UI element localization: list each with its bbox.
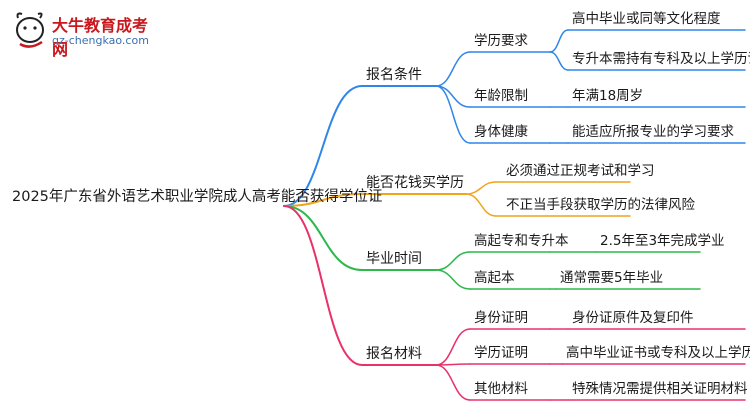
connector-line <box>435 85 471 144</box>
subtopic-label: 不正当手段获取学历的法律风险 <box>506 197 695 213</box>
branch-label: 毕业时间 <box>366 251 422 267</box>
subtopic-label: 学历要求 <box>474 33 528 49</box>
subtopic-label: 其他材料 <box>474 381 528 397</box>
subtopic-label: 身体健康 <box>474 124 528 140</box>
brand-name: 大牛教育成考网 <box>52 16 149 59</box>
detail-label: 高中毕业证书或专科及以上学历证书 <box>566 345 750 361</box>
connector-line <box>435 328 471 366</box>
detail-label: 能适应所报专业的学习要求 <box>572 124 734 140</box>
connector-line <box>465 181 497 195</box>
branch-label: 报名条件 <box>366 67 422 83</box>
connector-line <box>435 85 471 108</box>
site-logo: 大牛教育成考网 gz-chengkao.com <box>12 10 162 59</box>
connector-line <box>549 29 569 53</box>
connector-line <box>549 51 569 71</box>
detail-label: 年满18周岁 <box>572 88 644 104</box>
connector-line <box>465 193 497 217</box>
detail-label: 身份证原件及复印件 <box>572 310 694 326</box>
root-topic: 2025年广东省外语艺术职业学院成人高考能否获得学位证 <box>12 189 383 205</box>
subtopic-label: 高起本 <box>474 270 515 286</box>
connector-line <box>283 193 363 207</box>
subtopic-label: 年龄限制 <box>474 88 528 104</box>
detail-label: 特殊情况需提供相关证明材料 <box>572 381 748 397</box>
brand-url: gz-chengkao.com <box>52 34 149 47</box>
subtopic-label: 必须通过正规考试和学习 <box>506 163 655 179</box>
connector-line <box>435 251 471 271</box>
connector-line <box>283 205 363 366</box>
detail-label: 通常需要5年毕业 <box>560 270 664 286</box>
detail-label: 2.5年至3年完成学业 <box>600 233 725 249</box>
connector-line <box>435 269 471 290</box>
detail-label: 专升本需持有专科及以上学历证书 <box>572 51 750 67</box>
ox-logo-icon <box>16 12 44 48</box>
connector-line <box>435 51 471 87</box>
subtopic-label: 身份证明 <box>474 310 528 326</box>
connector-line <box>283 85 363 207</box>
branch-label: 报名材料 <box>366 346 422 362</box>
branch-label: 能否花钱买学历 <box>366 175 464 191</box>
subtopic-label: 学历证明 <box>474 345 528 361</box>
detail-label: 高中毕业或同等文化程度 <box>572 11 721 27</box>
connector-line <box>435 364 471 401</box>
subtopic-label: 高起专和专升本 <box>474 233 569 249</box>
connector-line <box>283 205 363 271</box>
